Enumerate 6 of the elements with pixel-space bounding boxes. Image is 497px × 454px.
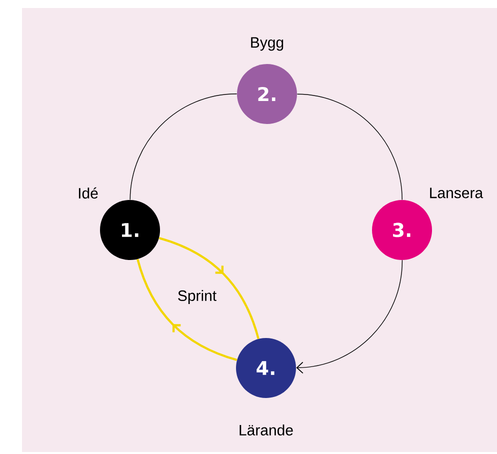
step-label: Lärande: [240, 424, 293, 436]
loop-label: Sprint: [178, 290, 216, 304]
step-label: Idé: [78, 187, 98, 199]
arrow: [296, 260, 403, 374]
step-label: Bygg: [251, 37, 284, 51]
step-label: Lansera: [430, 188, 484, 198]
